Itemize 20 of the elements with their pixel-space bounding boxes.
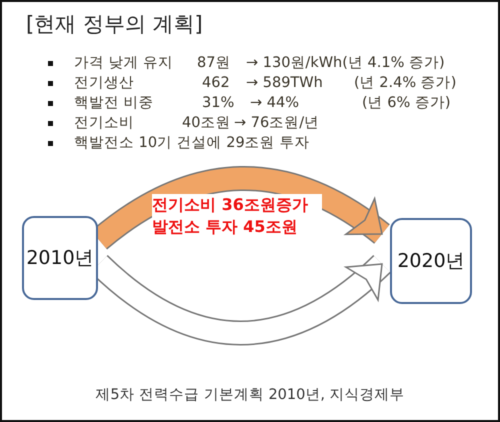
list-text: → 76조원/년	[234, 114, 320, 132]
list-text: → 130원/kWh(년 4.1% 증가)	[246, 54, 445, 72]
list-text: 가격 낮게 유지	[74, 54, 174, 72]
year-box	[390, 218, 472, 304]
list-text: → 589TWh	[246, 74, 323, 92]
list-text: 전기생산	[74, 74, 134, 92]
list-text: 462	[202, 74, 230, 92]
list-text: 40조원	[182, 114, 230, 132]
list-text: → 44%	[250, 94, 299, 112]
heading: [현재 정부의 계획]	[26, 11, 203, 38]
list-text: 핵발전 비중	[74, 94, 154, 112]
list-text: 핵발전소 10기 건설에 29조원 투자	[74, 134, 310, 152]
edge-label: 전기소비 36조원증가 발전소 투자 45조원	[152, 194, 322, 238]
list-text: 87원	[197, 54, 230, 72]
list-text: (년 2.4% 증가)	[354, 74, 456, 92]
year-box	[22, 216, 98, 300]
source-caption: 제5차 전력수급 기본계획 2010년, 지식경제부	[94, 386, 406, 404]
list-text: 전기소비	[74, 114, 134, 132]
list-text: (년 6% 증가)	[362, 94, 451, 112]
list-text: 31%	[202, 94, 234, 112]
